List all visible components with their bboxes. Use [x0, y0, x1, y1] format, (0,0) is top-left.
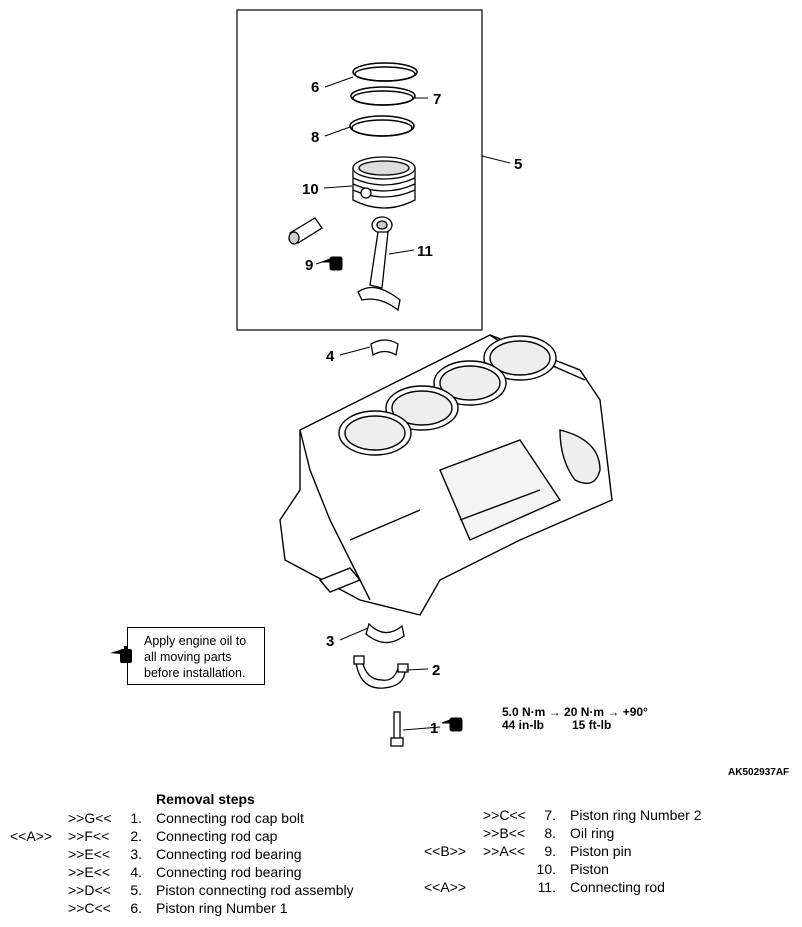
- step-text: Piston pin: [570, 843, 632, 859]
- step-row: >>E<< 4. Connecting rod bearing: [0, 863, 400, 881]
- oil-note-box: Apply engine oil to all moving parts bef…: [127, 627, 265, 685]
- torque-spec-line-1: 5.0 N·m → 20 N·m → +90°: [502, 705, 648, 719]
- install-mark: <<B>>: [424, 843, 467, 859]
- connecting-rod-drawing: [357, 216, 401, 312]
- step-number: 10.: [536, 861, 556, 877]
- step-number: 5.: [130, 882, 142, 898]
- callout-10: 10: [302, 181, 319, 198]
- step-number: 1.: [130, 810, 142, 826]
- step-text: Connecting rod bearing: [156, 846, 302, 862]
- removal-steps-title: Removal steps: [156, 791, 255, 807]
- callout-2: 2: [432, 662, 440, 679]
- step-row: <<B>> >>A<< 9. Piston pin: [0, 842, 802, 860]
- step-text: Oil ring: [570, 825, 615, 841]
- torque-spec-inlb: 44 in-lb: [502, 718, 544, 732]
- step-row: 10. Piston: [0, 860, 802, 878]
- removal-steps: Removal steps >>G<< 1. Connecting rod ca…: [0, 790, 802, 927]
- step-text: Piston connecting rod assembly: [156, 882, 354, 898]
- cylinder-block-drawing: [279, 334, 613, 616]
- leader-lines: [315, 76, 511, 731]
- piston-drawing: [352, 156, 416, 209]
- piston-pin-drawing: [288, 217, 323, 245]
- step-row: >>G<< 1. Connecting rod cap bolt: [0, 809, 400, 827]
- step-row: >>E<< 3. Connecting rod bearing: [0, 845, 400, 863]
- piston-ring-2: [350, 86, 416, 106]
- step-text: Connecting rod cap: [156, 828, 278, 844]
- removal-mark: >>C<<: [68, 900, 111, 916]
- removal-mark: >>G<<: [68, 810, 112, 826]
- oil-note-text: Apply engine oil to all moving parts bef…: [144, 634, 247, 680]
- removal-mark: >>E<<: [68, 846, 111, 862]
- removal-mark: >>E<<: [68, 864, 111, 880]
- step-row: >>C<< 7. Piston ring Number 2: [0, 806, 802, 824]
- removal-mark: >>A<<: [483, 843, 526, 859]
- step-number: 9.: [544, 843, 556, 859]
- callout-9: 9: [305, 257, 313, 274]
- rod-cap-drawing: [353, 655, 409, 689]
- step-row: >>B<< 8. Oil ring: [0, 824, 802, 842]
- step-number: 2.: [130, 828, 142, 844]
- callout-5: 5: [514, 156, 522, 173]
- callout-3: 3: [326, 633, 334, 650]
- step-row: <<A>> 11. Connecting rod: [0, 878, 802, 896]
- step-number: 4.: [130, 864, 142, 880]
- removal-mark: >>F<<: [68, 828, 110, 844]
- callout-6: 6: [311, 79, 319, 96]
- callout-4: 4: [326, 348, 335, 365]
- callout-11: 11: [417, 243, 433, 260]
- step-text: Connecting rod bearing: [156, 864, 302, 880]
- step-text: Connecting rod: [570, 879, 665, 895]
- step-number: 8.: [544, 825, 556, 841]
- piston-assembly-box: [236, 9, 483, 331]
- callout-7: 7: [433, 91, 441, 108]
- exploded-view-diagram: 6 7 8 10 5 9 11 4 3 2 1 5.0 N·m → 20 N·m…: [236, 9, 789, 778]
- oil-can-icon: [441, 717, 463, 732]
- step-row: >>C<< 6. Piston ring Number 1: [0, 899, 400, 917]
- removal-mark: >>B<<: [483, 825, 526, 841]
- step-number: 7.: [544, 807, 556, 823]
- oil-ring: [349, 115, 415, 137]
- upper-bearing-drawing: [370, 339, 399, 357]
- step-text: Piston ring Number 2: [570, 807, 702, 823]
- removal-mark: >>C<<: [483, 807, 526, 823]
- removal-mark: >>D<<: [68, 882, 111, 898]
- cap-bolt-drawing: [390, 711, 404, 747]
- step-number: 11.: [537, 879, 556, 895]
- callout-8: 8: [311, 129, 319, 146]
- install-mark: <<A>>: [424, 879, 467, 895]
- step-text: Piston: [570, 861, 609, 877]
- install-mark: <<A>>: [10, 828, 53, 844]
- step-text: Connecting rod cap bolt: [156, 810, 304, 826]
- oil-can-icon: [321, 256, 343, 271]
- figure-code: AK502937AF: [728, 767, 789, 778]
- step-row: <<A>> >>F<< 2. Connecting rod cap: [0, 827, 400, 845]
- piston-ring-1: [352, 62, 418, 82]
- step-number: 3.: [130, 846, 142, 862]
- torque-spec-ftlb: 15 ft-lb: [572, 718, 611, 732]
- oil-can-icon: [110, 646, 132, 663]
- step-number: 6.: [130, 900, 142, 916]
- lower-bearing-drawing: [365, 622, 405, 644]
- callout-1: 1: [430, 720, 438, 737]
- step-text: Piston ring Number 1: [156, 900, 288, 916]
- step-row: >>D<< 5. Piston connecting rod assembly: [0, 881, 400, 899]
